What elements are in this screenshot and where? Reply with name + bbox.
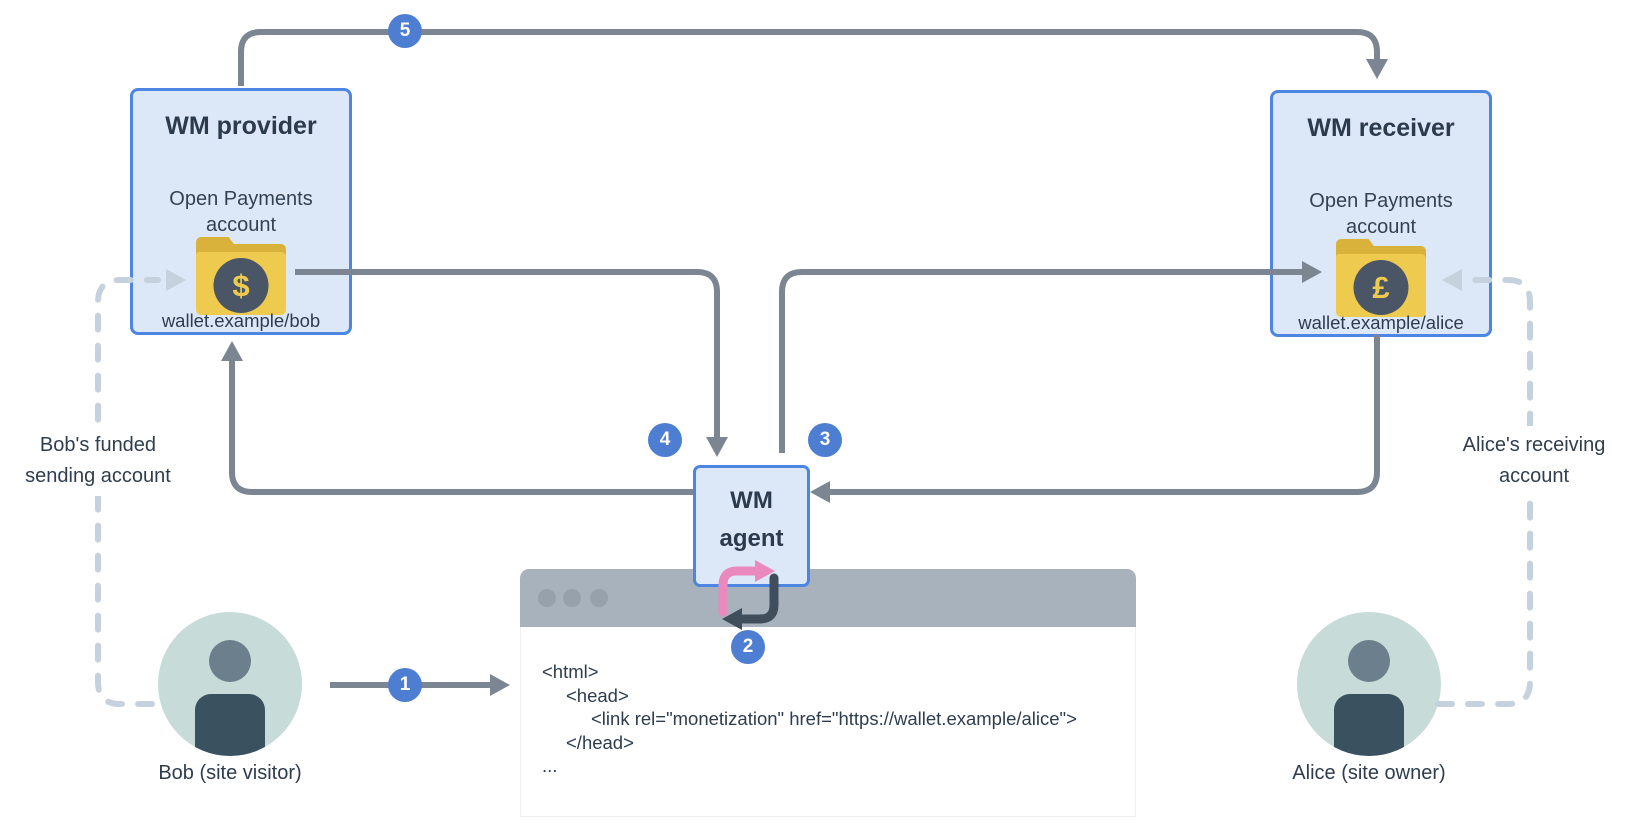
arrow-agent-to-provider [229, 359, 693, 495]
browser-window: <html> <head> <link rel="monetization" h… [520, 569, 1136, 817]
code-line: <html> [542, 661, 599, 682]
window-dot-icon [538, 589, 556, 607]
alice-avatar [1297, 612, 1441, 756]
dashed-arrowhead-into-provider-folder [166, 269, 186, 291]
alice-receiving-account-label: Alice's receiving account [1442, 426, 1626, 496]
pound-coin-icon: £ [1353, 260, 1409, 315]
bob-avatar [158, 612, 302, 756]
dollar-coin-icon: $ [213, 258, 269, 313]
receiver-wallet-address: wallet.example/alice [1298, 312, 1464, 333]
step-badge-3: 3 [808, 423, 842, 457]
window-dot-icon [563, 589, 581, 607]
browser-page-body: <html> <head> <link rel="monetization" h… [520, 627, 1136, 817]
code-line: </head> [566, 731, 634, 753]
bob-funded-account-label: Bob's funded sending account [8, 426, 188, 496]
browser-titlebar [520, 569, 1136, 627]
arrow-provider-to-agent [295, 269, 720, 437]
bob-label: Bob (site visitor) [158, 762, 302, 784]
arrow-provider-to-receiver-step5 [238, 29, 1380, 86]
receiver-open-payments-label: Open Payments account [1309, 190, 1453, 238]
arrowhead-left-into-agent [810, 481, 830, 503]
wm-receiver-title: WM receiver [1307, 114, 1455, 142]
arrow-receiver-to-agent [828, 335, 1380, 495]
arrowhead-right-into-receiver-folder [1302, 261, 1322, 283]
dashed-link-alice-to-receiver-folder [1435, 277, 1533, 707]
window-dot-icon [590, 589, 608, 607]
arrowhead-down-into-receiver [1366, 59, 1388, 79]
alice-label: Alice (site owner) [1292, 762, 1446, 784]
sync-dark-arrow [738, 573, 779, 624]
person-icon [1348, 640, 1390, 682]
arrowhead-right-into-browser [490, 674, 510, 696]
dashed-link-bob-to-provider-folder [95, 277, 161, 707]
html-code-snippet: <html> <head> <link rel="monetization" h… [542, 660, 1077, 778]
code-line: ... [542, 755, 558, 776]
person-icon [209, 640, 251, 682]
arrowhead-down-into-agent [706, 437, 728, 457]
provider-open-payments-label: Open Payments account [169, 188, 313, 236]
wm-provider-box: WM provider Open Payments account $ wall… [130, 88, 352, 335]
provider-wallet-address: wallet.example/bob [161, 310, 321, 331]
arrow-agent-to-receiver [779, 269, 1304, 453]
sync-pink-arrow [718, 566, 759, 617]
wm-agent-title: WM agent [719, 487, 784, 552]
step-badge-4: 4 [648, 423, 682, 457]
receiver-folder-icon: £ [1336, 239, 1426, 317]
code-line: <head> [566, 684, 629, 706]
wm-receiver-box: WM receiver Open Payments account £ wall… [1270, 90, 1492, 337]
wm-provider-title: WM provider [165, 112, 317, 140]
step-badge-5: 5 [388, 14, 422, 48]
step-badge-2: 2 [731, 630, 765, 664]
code-line-monetization-link: <link rel="monetization" href="https://w… [591, 708, 1077, 729]
provider-folder-icon: $ [196, 237, 286, 315]
step-badge-1: 1 [388, 668, 422, 702]
dashed-arrowhead-into-receiver-folder [1442, 269, 1462, 291]
arrowhead-up-into-provider [221, 341, 243, 361]
